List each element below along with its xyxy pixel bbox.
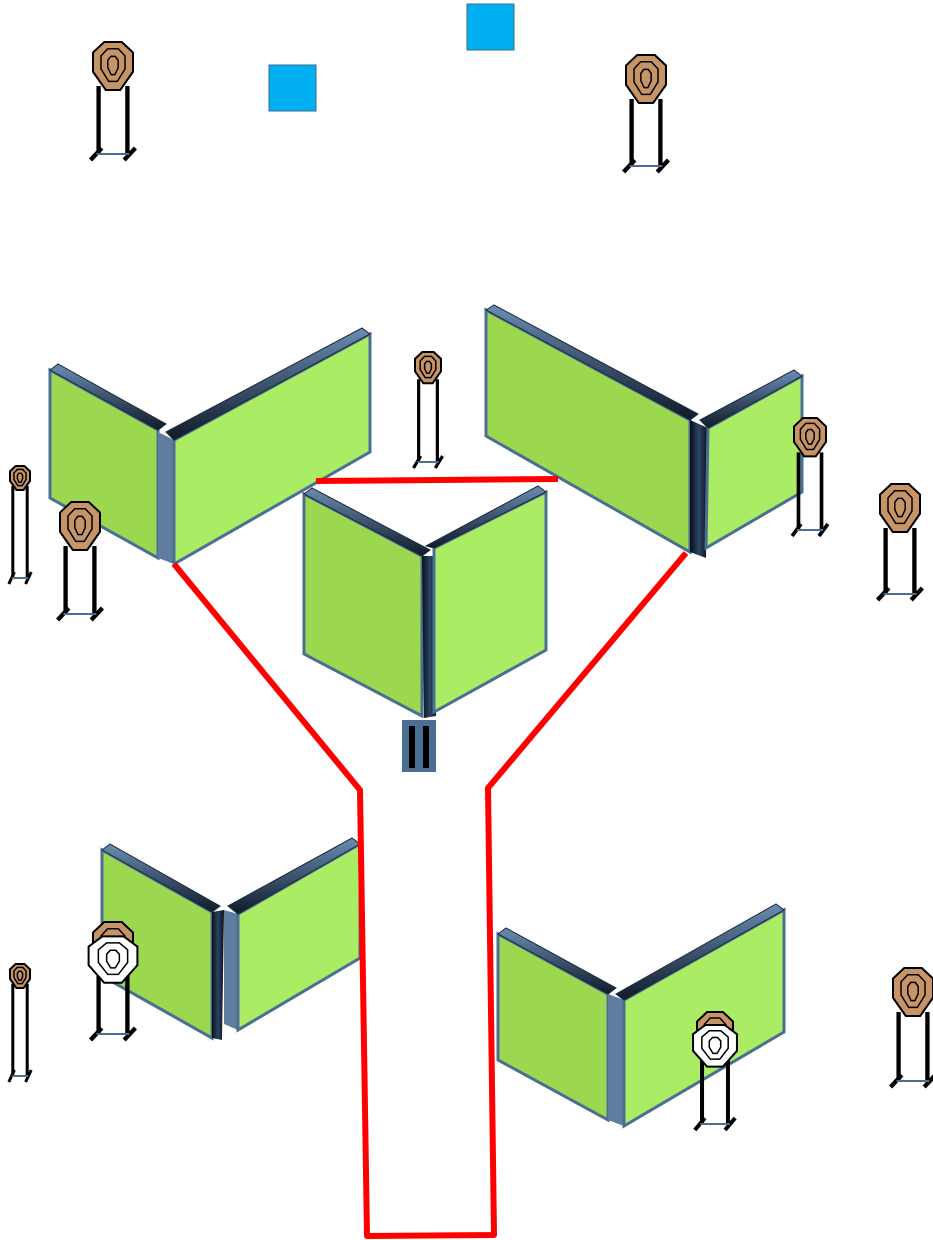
paper-target-icon: [412, 351, 444, 469]
fault-line: [171, 476, 689, 1239]
paper-target-icon: [876, 483, 924, 602]
barricade-wall: [484, 304, 804, 558]
no-shoot-target-icon: [692, 1023, 738, 1068]
start-box-icon: [402, 720, 436, 772]
paper-target-icon: [89, 41, 137, 162]
paper-target-icon: [7, 963, 33, 1083]
no-shoot-target-icon: [87, 935, 139, 984]
barricade-wall: [302, 485, 548, 719]
steel-popper-icon: [268, 64, 317, 112]
paper-target-icon: [622, 54, 670, 174]
steel-popper-icon: [466, 3, 515, 51]
paper-target-icon: [56, 501, 104, 622]
paper-target-icon: [790, 417, 830, 538]
paper-target-icon: [889, 967, 933, 1089]
barricade-wall: [496, 903, 786, 1129]
barricade-wall: [100, 837, 362, 1041]
paper-target-icon: [7, 465, 33, 585]
